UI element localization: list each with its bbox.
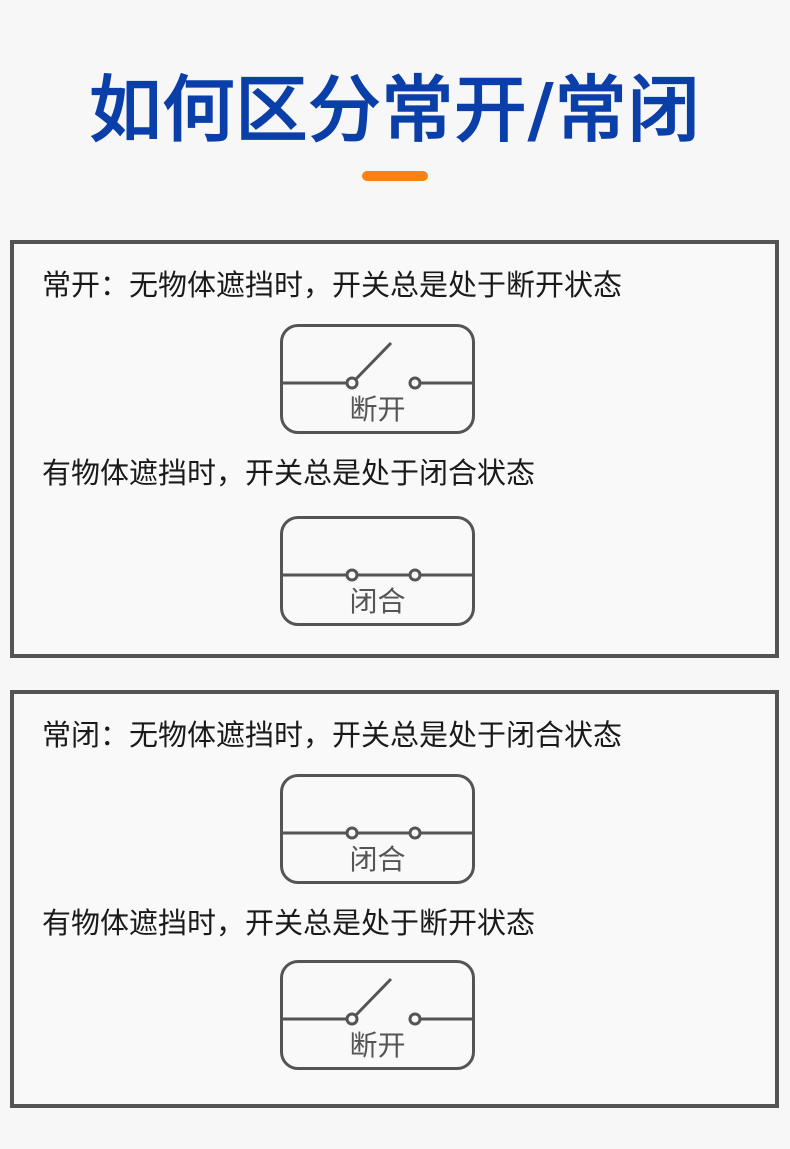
switch-closed-icon: 闭合 [280,516,475,626]
switch-open-icon: 断开 [280,324,475,434]
title-underline-accent [362,171,428,181]
normally-open-heading: 常开：无物体遮挡时，开关总是处于断开状态 [42,268,623,302]
switch-closed-icon: 闭合 [280,774,475,884]
switch-label: 断开 [349,1029,406,1062]
normally-closed-subheading: 有物体遮挡时，开关总是处于断开状态 [42,906,536,940]
switch-open-icon: 断开 [280,960,475,1070]
page-title: 如何区分常开/常闭 [89,68,701,152]
switch-label: 闭合 [349,843,406,876]
normally-closed-heading: 常闭：无物体遮挡时，开关总是处于闭合状态 [42,718,623,752]
normally-open-subheading: 有物体遮挡时，开关总是处于闭合状态 [42,456,536,490]
normally-open-panel: 常开：无物体遮挡时，开关总是处于断开状态 断开 有物体遮挡时，开关总是处于闭合状… [10,240,779,658]
switch-label: 断开 [349,393,406,426]
normally-closed-panel: 常闭：无物体遮挡时，开关总是处于闭合状态 闭合 有物体遮挡时，开关总是处于断开状… [10,690,779,1108]
switch-label: 闭合 [349,585,406,618]
